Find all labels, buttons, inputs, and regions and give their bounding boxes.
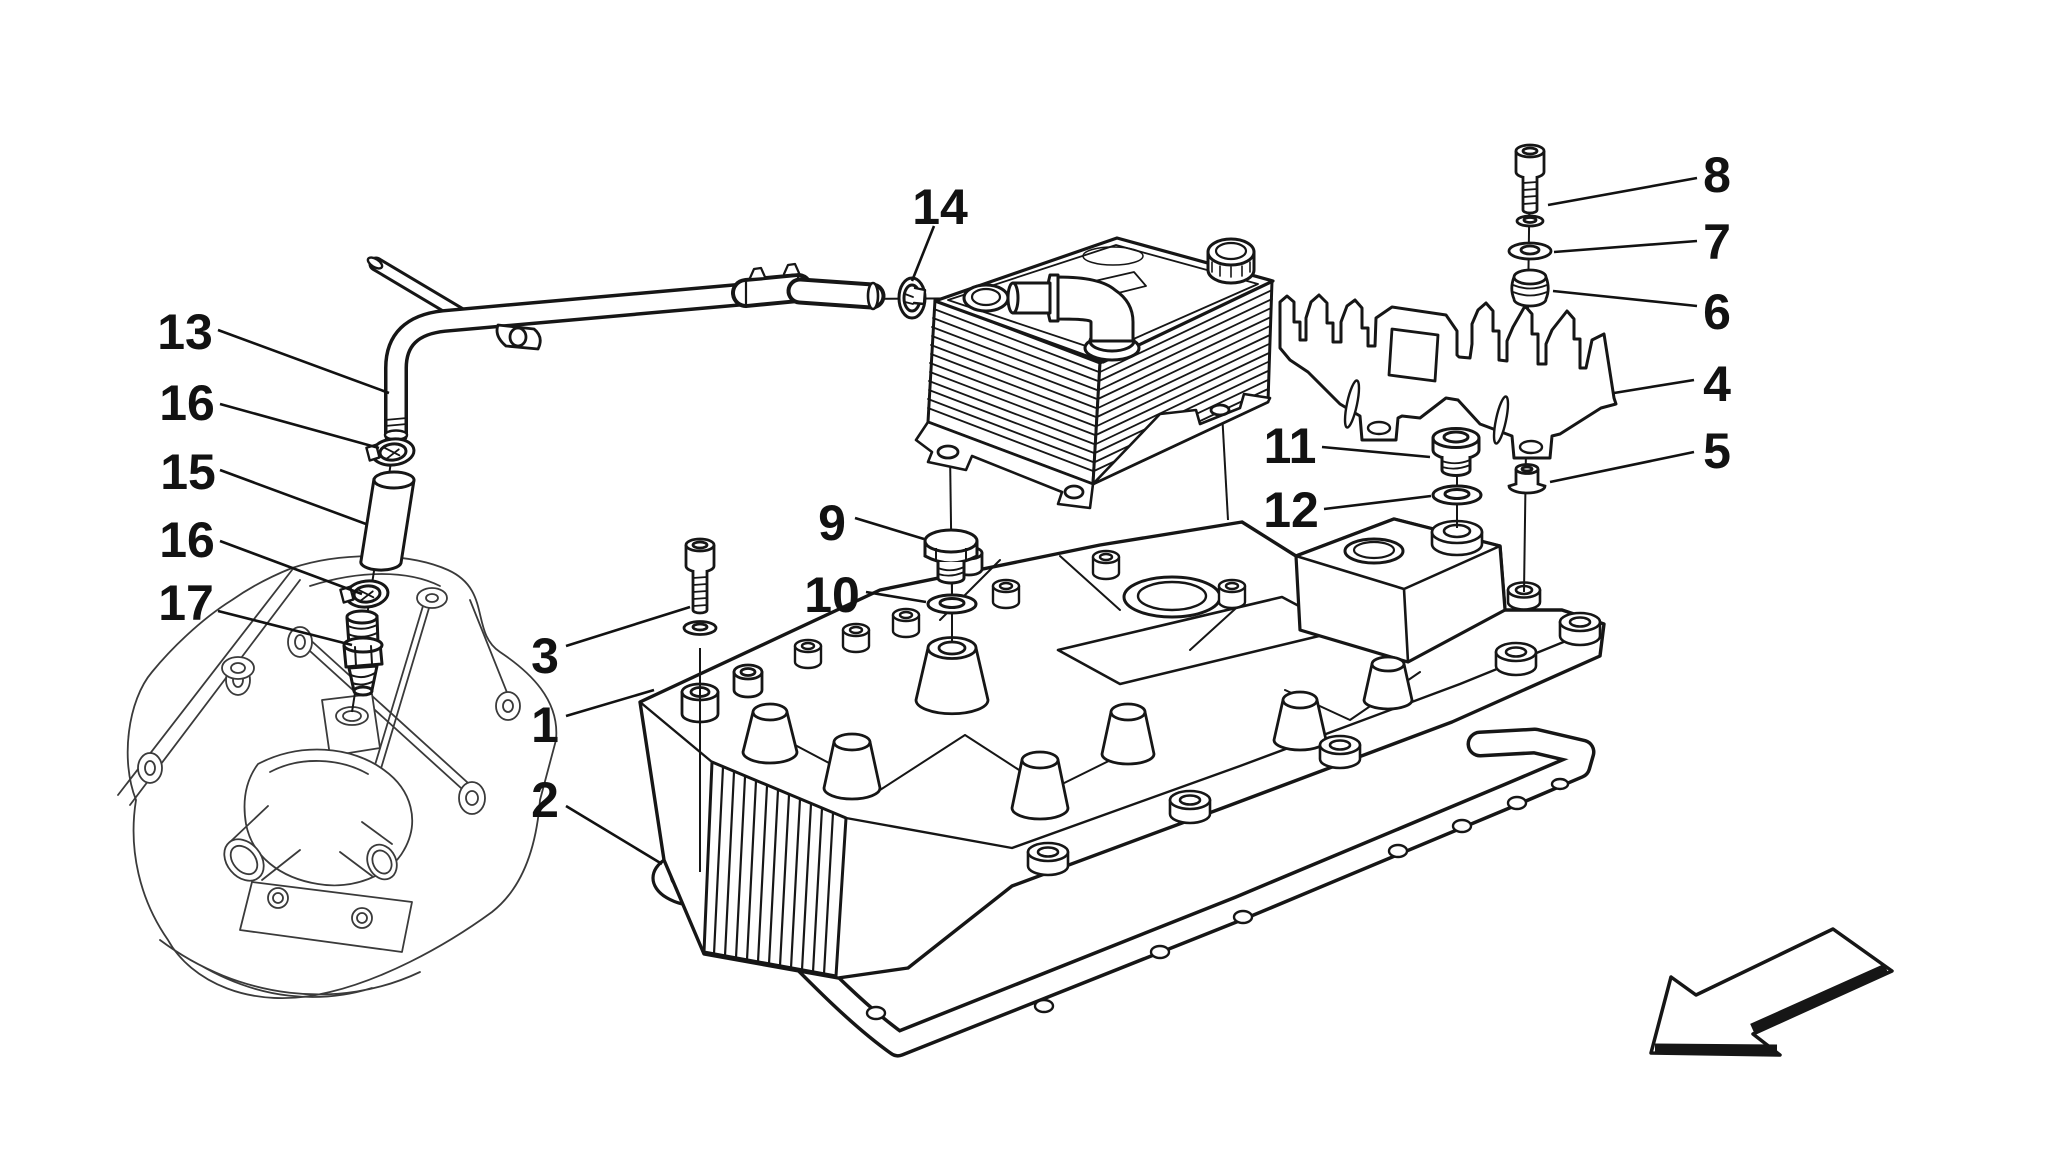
fitting-17: [342, 609, 384, 697]
callout-1-label: 1: [531, 697, 559, 753]
callout-8-label: 8: [1703, 147, 1731, 203]
callout-15: 15: [160, 444, 367, 526]
callout-17: 17: [158, 575, 353, 647]
clamp-16-lower: [339, 579, 390, 609]
callout-1: 1: [531, 688, 655, 753]
callout-2: 2: [531, 772, 663, 866]
callout-11: 11: [1264, 418, 1431, 474]
cooler-left-port: [962, 283, 1010, 313]
callout-16a-label: 16: [159, 375, 215, 431]
bracket-slot-left: [1343, 379, 1361, 429]
callout-6-label: 6: [1703, 284, 1731, 340]
bracket-foot-hole-right: [1518, 439, 1544, 455]
hose-end-inner: [790, 281, 882, 306]
callout-9-label: 9: [818, 495, 846, 551]
arrow-thick-edge: [1654, 963, 1888, 1054]
callout-3-label: 3: [531, 628, 559, 684]
bracket-slot-right: [1492, 395, 1510, 445]
hose-open-end: [866, 281, 880, 311]
plug-9-group: [923, 528, 979, 615]
callout-2-label: 2: [531, 772, 559, 828]
callout-4: 4: [1613, 356, 1731, 412]
support-bracket-4: [1278, 293, 1618, 460]
plug-9-thread: [936, 562, 966, 585]
callout-15-label: 15: [160, 444, 216, 500]
cooler-faint-circle: [1082, 246, 1144, 266]
bolt-8-stack: [1507, 143, 1553, 495]
callout-10-label: 10: [804, 567, 860, 623]
housing-small-bosses: [793, 549, 1247, 670]
callout-6: 6: [1552, 284, 1731, 340]
housing-arm-pads: [1026, 519, 1602, 877]
fitting-port-boss: [321, 693, 381, 757]
callouts: 1 2 3 4 5 6 7 8 9 10 11 12 13 14 15 16 1…: [157, 147, 1731, 866]
clamp-14: [897, 276, 927, 320]
callout-10: 10: [804, 567, 927, 623]
cooler-top-inset: [947, 244, 1259, 353]
arrow-outline: [1649, 927, 1894, 1057]
rubber-mount-6: [1510, 268, 1550, 308]
callout-11-label: 11: [1264, 418, 1317, 474]
callout-12-label: 12: [1263, 482, 1319, 538]
bolt-3-group: [682, 537, 718, 636]
hose-15: [359, 470, 416, 572]
callout-16b: 16: [159, 512, 363, 596]
housing-1: [638, 517, 1606, 980]
engine-cover-outline: [126, 555, 558, 1000]
pipe-stub-end: [366, 256, 384, 270]
grommet-5: [1507, 463, 1547, 495]
callout-14: 14: [910, 179, 968, 282]
callout-12: 12: [1263, 482, 1432, 538]
callout-5-label: 5: [1703, 423, 1731, 479]
callout-14-label: 14: [912, 179, 968, 235]
pipe-13-inner: [387, 283, 779, 443]
bracket-outline: [1278, 293, 1618, 460]
callout-3: 3: [531, 605, 691, 684]
cooler-elbow: [1006, 273, 1141, 362]
callout-4-label: 4: [1703, 356, 1731, 412]
block-bottom-arcs: [159, 939, 421, 998]
bolt-3-threads: [692, 576, 708, 607]
cooler-base: [914, 392, 1272, 510]
callout-16b-label: 16: [159, 512, 215, 568]
plug-11-thread: [1440, 456, 1472, 477]
housing-cones: [741, 545, 1414, 821]
engine-block: [117, 555, 558, 1000]
callout-13: 13: [157, 304, 390, 395]
axis-cooler-foot-right: [1221, 411, 1229, 521]
bracket-foot-hole-left: [1366, 420, 1392, 436]
bracket-window: [1387, 327, 1440, 383]
callout-13-label: 13: [157, 304, 213, 360]
direction-arrow: [1649, 927, 1894, 1057]
oil-pipe-assembly: [339, 256, 927, 697]
plug-11-group: [1431, 427, 1483, 506]
strut-2: [299, 635, 479, 799]
callout-9: 9: [818, 495, 925, 551]
callout-8: 8: [1547, 147, 1731, 207]
cooler-right-port: [1206, 237, 1256, 285]
callout-5: 5: [1549, 423, 1731, 484]
strut-3: [469, 599, 511, 701]
callout-7: 7: [1553, 214, 1731, 270]
pipe-13-end-band: [384, 417, 408, 427]
thermostat-housing: [223, 748, 413, 953]
housing-fins: [702, 760, 848, 978]
clamp-16-upper: [365, 437, 416, 467]
oil-cooler: [914, 236, 1275, 510]
pipe-mounting-tab: [495, 323, 542, 351]
callout-16a: 16: [159, 375, 380, 450]
housing-main-opening: [1122, 575, 1222, 619]
callout-7-label: 7: [1703, 214, 1731, 270]
callout-17-label: 17: [158, 575, 214, 631]
rail-pads: [137, 664, 251, 784]
